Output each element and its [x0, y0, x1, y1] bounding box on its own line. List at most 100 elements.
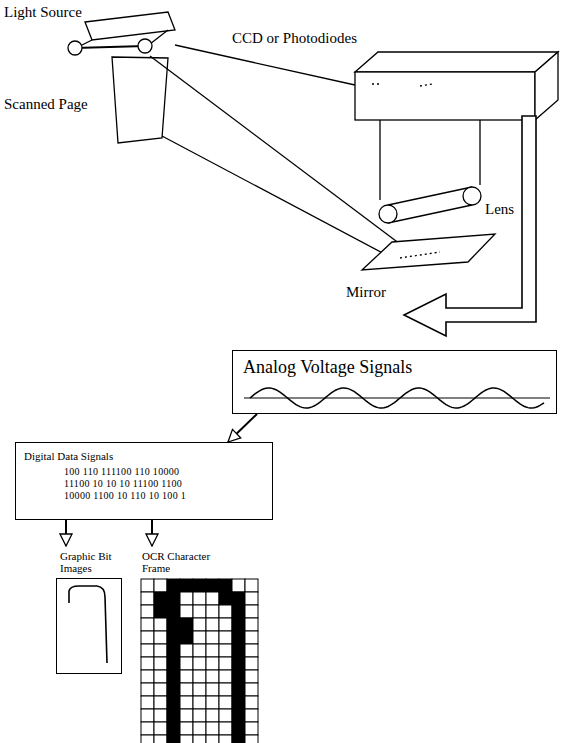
part-label: CCD or Photodiodes	[232, 30, 357, 47]
signal-box: Analog Voltage Signals	[232, 350, 557, 414]
grid-cell	[245, 683, 258, 696]
grid-cell	[232, 605, 245, 618]
part-label: Lens	[485, 201, 514, 218]
grid-cell	[167, 657, 180, 670]
grid-cell	[141, 683, 154, 696]
grid-cell	[232, 696, 245, 709]
binary-row: 10000 1100 10 110 10 100 1	[64, 490, 264, 502]
grid-cell	[141, 644, 154, 657]
grid-cell	[193, 670, 206, 683]
grid-cell	[245, 709, 258, 722]
grid-cell	[141, 605, 154, 618]
grid-cell	[154, 631, 167, 644]
grid-cell	[245, 670, 258, 683]
grid-cell	[245, 696, 258, 709]
part-label: Mirror	[346, 284, 386, 301]
grid-cell	[206, 579, 219, 592]
grid-cell	[154, 683, 167, 696]
node-heading: Analog Voltage Signals	[243, 356, 546, 378]
grid-cell	[219, 683, 232, 696]
output-arrow	[404, 116, 536, 336]
ccd-housing	[479, 120, 480, 185]
grid-cell	[154, 735, 167, 743]
scanned-page	[112, 57, 168, 143]
bitmap-curve	[69, 586, 107, 663]
lens-end	[379, 205, 397, 223]
grid-cell	[141, 709, 154, 722]
lens-end	[463, 187, 481, 205]
grid-cell	[219, 644, 232, 657]
grid-cell	[206, 722, 219, 735]
grid-cell	[141, 722, 154, 735]
lamp-end	[138, 39, 152, 53]
grid-cell	[232, 670, 245, 683]
grid-cell	[206, 605, 219, 618]
grid-cell	[245, 631, 258, 644]
grid-cell	[180, 592, 193, 605]
grid-cell	[141, 592, 154, 605]
grid-cell	[232, 683, 245, 696]
grid-cell	[245, 592, 258, 605]
grid-cell	[232, 709, 245, 722]
grid-cell	[180, 579, 193, 592]
flow-arrow	[151, 520, 153, 546]
grid-cell	[167, 579, 180, 592]
grid-cell	[180, 618, 193, 631]
grid-cell	[180, 722, 193, 735]
grid-cell	[193, 618, 206, 631]
ocr-grid	[140, 578, 259, 743]
grid-cell	[232, 618, 245, 631]
grid-cell	[193, 657, 206, 670]
grid-cell	[206, 709, 219, 722]
grid-cell	[193, 592, 206, 605]
grid-cell	[245, 579, 258, 592]
grid-cell	[193, 722, 206, 735]
light-beam	[175, 45, 355, 85]
grid-cell	[141, 631, 154, 644]
grid-cell	[232, 722, 245, 735]
node-heading: Graphic Bit Images	[60, 550, 124, 574]
grid-cell	[154, 618, 167, 631]
grid-cell	[219, 709, 232, 722]
grid-cell	[167, 592, 180, 605]
grid-cell	[154, 709, 167, 722]
lamp-end	[68, 41, 82, 55]
grid-cell	[193, 605, 206, 618]
grid-cell	[141, 657, 154, 670]
grid-cell	[154, 605, 167, 618]
grid-cell	[206, 735, 219, 743]
grid-cell	[245, 722, 258, 735]
grid-cell	[245, 618, 258, 631]
grid-cell	[206, 618, 219, 631]
grid-cell	[167, 683, 180, 696]
grid-cell	[193, 735, 206, 743]
grid-cell	[141, 735, 154, 743]
part-label: Light Source	[4, 4, 82, 21]
grid-cell	[219, 670, 232, 683]
grid-cell	[219, 722, 232, 735]
grid-cell	[245, 644, 258, 657]
grid-cell	[180, 670, 193, 683]
grid-cell	[245, 735, 258, 743]
grid-cell	[167, 644, 180, 657]
grid-cell	[193, 644, 206, 657]
lens-body	[388, 187, 472, 205]
grid-cell	[167, 735, 180, 743]
grid-cell	[219, 579, 232, 592]
grid-cell	[245, 605, 258, 618]
grid-cell	[206, 644, 219, 657]
grid-cell	[193, 696, 206, 709]
flow-arrow	[228, 414, 257, 442]
grid-cell	[232, 631, 245, 644]
ocr-panel: OCR Character Frame	[138, 546, 260, 743]
grid-cell	[232, 735, 245, 743]
grid-cell	[167, 722, 180, 735]
ccd-housing	[379, 120, 380, 200]
grid-cell	[219, 592, 232, 605]
grid-cell	[141, 696, 154, 709]
grid-cell	[206, 657, 219, 670]
grid-cell	[219, 605, 232, 618]
grid-cell	[219, 631, 232, 644]
binary-row: 11100 10 10 10 11100 1100	[64, 478, 264, 490]
ccd-front	[355, 72, 535, 120]
